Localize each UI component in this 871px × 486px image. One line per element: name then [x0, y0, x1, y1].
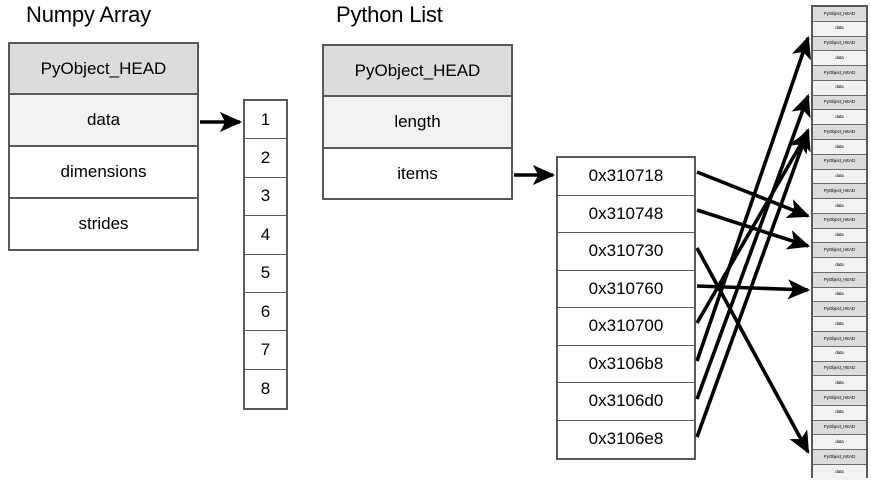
pointer-cell: 0x3106b8 — [558, 345, 694, 383]
mini-pyobject-head: PyObject_HEAD — [813, 391, 866, 406]
pointer-cell: 0x310760 — [558, 270, 694, 308]
pointer-cell: 0x3106e8 — [558, 420, 694, 458]
python-list-title: Python List — [336, 2, 443, 27]
mini-pyobject-head: PyObject_HEAD — [813, 272, 866, 288]
mini-pyobject-head: PyObject_HEAD — [813, 125, 866, 140]
pointer-arrow — [696, 279, 811, 300]
mini-pyobject-head: PyObject_HEAD — [813, 36, 866, 52]
pointer-cell: 0x310718 — [558, 158, 694, 196]
buffer-cell: 1 — [245, 101, 286, 140]
buffer-cell: 3 — [245, 177, 286, 217]
numpy-field-pyobject-head: PyObject_HEAD — [10, 44, 197, 95]
pointer-arrow — [695, 247, 810, 454]
pointer-cell: 0x310730 — [558, 233, 694, 271]
pointer-arrow — [695, 127, 811, 438]
mini-pyobject-data: data — [813, 376, 866, 392]
numpy-field-strides: strides — [10, 199, 197, 249]
mini-pyobject-head: PyObject_HEAD — [813, 420, 866, 436]
numpy-field-data: data — [10, 95, 197, 147]
buffer-cell: 7 — [245, 331, 286, 370]
buffer-cell: 6 — [245, 292, 286, 332]
mini-pyobject-data: data — [813, 80, 866, 96]
mini-pyobject-head: PyObject_HEAD — [813, 213, 866, 229]
list-field-items: items — [324, 149, 511, 198]
pointer-cell: 0x310700 — [558, 308, 694, 346]
mini-pyobject-data: data — [813, 199, 866, 214]
numpy-data-buffer: 1 2 3 4 5 6 7 8 — [243, 99, 288, 410]
buffer-cell: 2 — [245, 139, 286, 178]
buffer-cell: 4 — [245, 216, 286, 255]
pointer-arrow — [695, 130, 810, 324]
mini-pyobject-data: data — [813, 435, 866, 451]
mini-pyobject-data: data — [813, 169, 866, 185]
mini-pyobject-data: data — [813, 110, 866, 126]
pointer-arrow-group — [695, 35, 811, 454]
mini-pyobject-head: PyObject_HEAD — [813, 154, 866, 170]
mini-pyobject-data: data — [813, 317, 866, 332]
buffer-cell: 8 — [245, 369, 286, 409]
pointer-arrow — [695, 93, 811, 400]
numpy-array-title: Numpy Array — [26, 2, 151, 27]
mini-pyobject-data: data — [813, 464, 866, 480]
pointer-arrow — [695, 35, 811, 362]
mini-pyobject-head: PyObject_HEAD — [813, 332, 866, 347]
buffer-cell: 5 — [245, 254, 286, 293]
mini-pyobject-data: data — [813, 51, 866, 67]
mini-pyobject-head: PyObject_HEAD — [813, 361, 866, 377]
mini-pyobject-data: data — [813, 139, 866, 155]
pointer-cell: 0x3106d0 — [558, 383, 694, 421]
pointer-arrow — [696, 208, 811, 250]
list-field-pyobject-head: PyObject_HEAD — [324, 46, 511, 97]
mini-pyobject-data: data — [813, 228, 866, 244]
mini-pyobject-data: data — [813, 346, 866, 362]
mini-pyobject-data: data — [813, 258, 866, 273]
mini-pyobject-head: PyObject_HEAD — [813, 7, 866, 22]
numpy-field-dimensions: dimensions — [10, 147, 197, 199]
mini-pyobject-head: PyObject_HEAD — [813, 243, 866, 259]
mini-pyobject-head: PyObject_HEAD — [813, 95, 866, 111]
pointer-cell: 0x310748 — [558, 195, 694, 233]
pointer-arrow — [696, 170, 811, 218]
pointer-array: 0x310718 0x310748 0x310730 0x310760 0x31… — [556, 156, 696, 460]
python-list-struct: PyObject_HEAD length items — [322, 44, 513, 200]
mini-pyobject-data: data — [813, 287, 866, 303]
numpy-array-struct: PyObject_HEAD data dimensions strides — [8, 42, 199, 251]
mini-pyobject-head: PyObject_HEAD — [813, 66, 866, 81]
mini-pyobject-head: PyObject_HEAD — [813, 302, 866, 318]
mini-pyobject-data: data — [813, 21, 866, 37]
mini-pyobject-head: PyObject_HEAD — [813, 450, 866, 465]
mini-pyobject-data: data — [813, 405, 866, 421]
mini-pyobject-head: PyObject_HEAD — [813, 184, 866, 200]
list-field-length: length — [324, 97, 511, 149]
